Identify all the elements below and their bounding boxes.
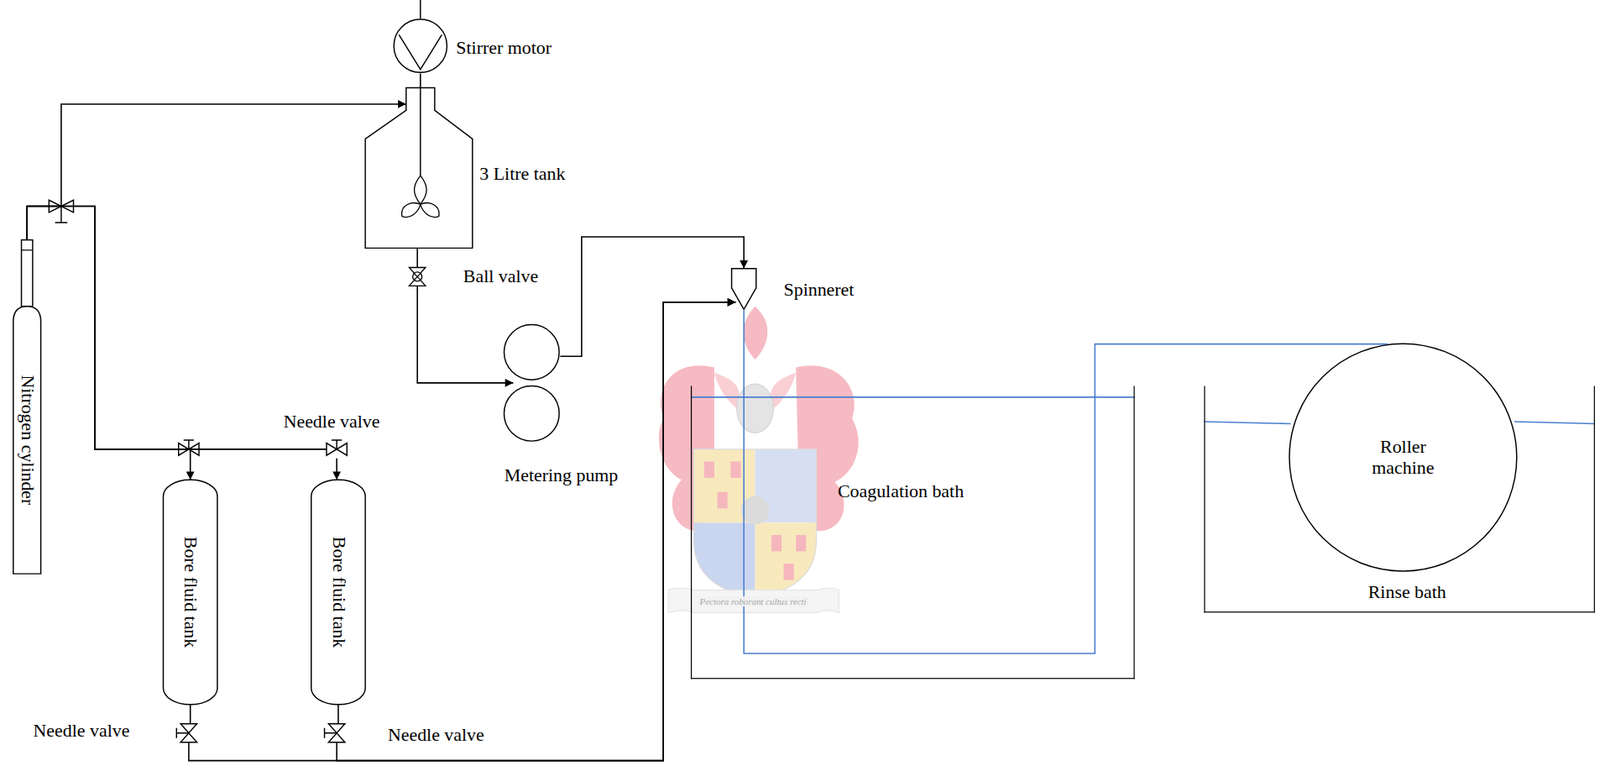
component-label: Metering pump <box>504 465 619 487</box>
component-label: Coagulation bath <box>837 480 964 502</box>
pipe-line <box>26 104 407 241</box>
component-label: Needle valve <box>387 724 485 746</box>
stirrer-motor: Stirrer motor <box>392 18 449 74</box>
coagulation-bath: Coagulation bath <box>690 385 1135 679</box>
spinneret-outline <box>732 268 757 311</box>
pipe-line <box>559 236 744 356</box>
component-label: Ball valve <box>463 266 539 288</box>
needle-valve-symbol <box>178 439 199 455</box>
stirred-tank: 3 Litre tank <box>365 88 473 249</box>
component-label: 3 Litre tank <box>479 162 565 184</box>
pipe-line <box>417 285 513 382</box>
pipe-line <box>189 704 192 724</box>
roller-machine-outline <box>1288 342 1517 571</box>
metering-pump-outline <box>502 323 560 442</box>
bore-fluid-tank: Bore fluid tank <box>311 479 366 704</box>
rinse-bath: Rinse bath Roller machine <box>1203 385 1595 612</box>
stirrer-motor-outline <box>392 18 449 74</box>
ball-valve-outline <box>408 266 425 286</box>
needle-valve: Needle valve <box>180 723 197 743</box>
component-label: Rinse bath <box>1368 580 1447 602</box>
spinneret: Spinneret <box>732 268 757 311</box>
pipe-line <box>335 458 338 481</box>
crest-watermark <box>658 306 859 613</box>
component-label: Spinneret <box>784 279 855 301</box>
water-level <box>690 397 1595 424</box>
needle-valve-outline <box>328 723 345 743</box>
component-label: Bore fluid tank <box>179 536 201 648</box>
pipe-line <box>188 302 737 761</box>
component-label: Needle valve <box>283 410 381 432</box>
needle-valve: Needle valve <box>326 439 347 459</box>
stirred-tank-outline <box>365 88 473 249</box>
metering-pump: Metering pump <box>502 323 560 442</box>
needle-valve-outline <box>326 439 347 459</box>
component-label: Stirrer motor <box>455 37 552 59</box>
watermark-motto: Pectora roborant cultus recti <box>697 596 809 607</box>
pipe-line <box>419 73 422 89</box>
component-label: Bore fluid tank <box>327 536 349 648</box>
gas-cylinder: Nitrogen cylinder <box>13 240 42 574</box>
bore-fluid-tank: Bore fluid tank <box>162 479 217 704</box>
pipe-line <box>336 302 736 761</box>
needle-valve: Needle valve <box>328 723 345 743</box>
pipe-line <box>337 704 340 724</box>
component-label: Nitrogen cylinder <box>16 374 38 505</box>
ball-valve: Ball valve <box>408 266 425 286</box>
pipe-line <box>416 247 419 267</box>
needle-valve-outline <box>180 723 197 743</box>
pipe-line <box>26 206 190 481</box>
component-label: Roller machine <box>1355 435 1450 478</box>
fibre-path <box>743 310 1388 654</box>
pipe-line <box>26 206 327 450</box>
component-label: Needle valve <box>33 720 131 742</box>
roller-machine: Roller machine <box>1288 342 1517 571</box>
